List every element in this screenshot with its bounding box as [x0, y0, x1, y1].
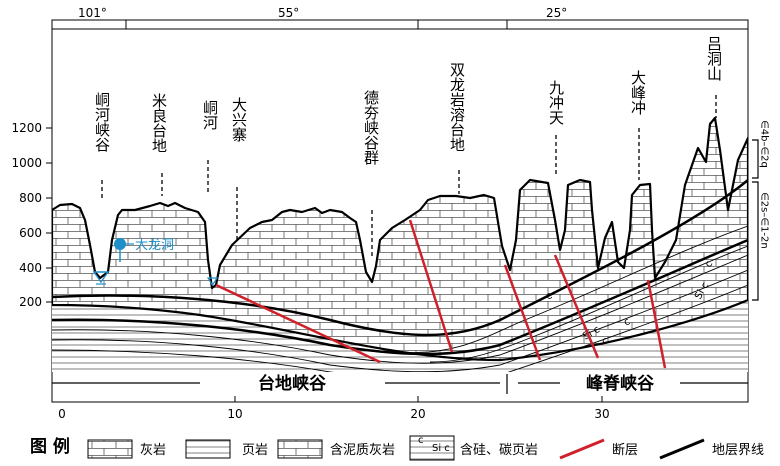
c-mark: c [544, 290, 554, 302]
legend-swatch-si-c-shale [409, 435, 455, 461]
legend-swatch-marly-limestone [277, 439, 323, 459]
stratum-boundary-upper [52, 179, 748, 337]
legend-swatch-boundary [659, 438, 705, 460]
place-label-jiuchongtian: 九冲天 [547, 80, 565, 125]
y-tick-label: 800 [19, 191, 42, 205]
place-label-miliangtaidi: 米良台地 [150, 93, 168, 153]
stratum-bracket-lower [752, 181, 759, 301]
zone-label-left: 台地峡谷 [258, 373, 327, 394]
legend: 图 例 灰岩 页岩 含泥质灰岩 c Si c 含硅、碳页岩 断层 地层界线 [30, 435, 764, 461]
zone-band [52, 374, 748, 394]
legend-swatch-mark: Si c [432, 443, 450, 454]
c-mark: c [703, 259, 715, 269]
x-tick-label: 10 [227, 407, 242, 421]
x-tick-label: 20 [410, 407, 425, 421]
shale-laminae [52, 225, 748, 372]
place-label-dekuaxiaguqun: 德夯峡谷群 [362, 89, 380, 165]
y-tick-label: 1000 [11, 156, 42, 170]
legend-swatch-mark: c [418, 435, 424, 446]
stratum-boundary-lower [52, 238, 748, 356]
fault-line [553, 254, 600, 359]
place-label-dafengchong: 大峰冲 [629, 70, 647, 115]
legend-swatch-fault [559, 438, 605, 460]
y-tick-label: 200 [19, 295, 42, 309]
fault-line [646, 279, 667, 369]
stratum-bracket-upper [752, 139, 759, 179]
place-label-tongheyagu: 峒河峡谷 [93, 92, 111, 152]
x-tick-label: 0 [58, 407, 66, 421]
y-axis: 200 400 600 800 1000 1200 [11, 121, 52, 309]
stratum-label-upper: ∈4b–∈2q [759, 120, 770, 168]
legend-label: 含泥质灰岩 [330, 442, 395, 458]
legend-swatch-limestone [87, 439, 133, 459]
zone-label-right: 峰脊峡谷 [586, 373, 655, 394]
legend-title: 图 例 [30, 436, 70, 457]
x-tick-label: 30 [594, 407, 609, 421]
fault-line [215, 283, 381, 364]
place-label-tonghe: 峒河 [201, 100, 219, 130]
legend-label: 断层 [612, 443, 638, 458]
place-leaders [101, 95, 717, 256]
y-tick-label: 1200 [11, 121, 42, 135]
c-mark: c [622, 316, 632, 328]
legend-label: 地层界线 [712, 443, 764, 458]
bearing-label-101: 101° [78, 6, 107, 20]
c-mark: c [600, 335, 610, 347]
fault-line [503, 264, 542, 361]
x-axis: 0 10 20 30 [51, 396, 610, 421]
legend-label: 含硅、碳页岩 [460, 442, 538, 458]
place-label-lvdongshan: 吕洞山 [705, 36, 723, 81]
y-tick-label: 400 [19, 261, 42, 275]
water-level-icon [206, 277, 219, 287]
faults [215, 219, 667, 369]
cave-label: 大龙洞 [135, 238, 174, 253]
legend-label: 页岩 [242, 443, 268, 458]
y-tick-label: 600 [19, 226, 42, 240]
bearing-label-55: 55° [278, 6, 299, 20]
stratum-label-lower: ∈2s–∈1-2n [759, 192, 770, 249]
legend-label: 灰岩 [140, 443, 166, 458]
legend-swatch-shale [185, 439, 231, 459]
bearing-label-25: 25° [546, 6, 567, 20]
place-label-shuanglongyan: 双龙岩溶台地 [448, 62, 466, 152]
water-level-icon [92, 271, 110, 284]
cave-marker-icon [114, 238, 126, 250]
bearing-ticks [125, 20, 508, 29]
fault-line [408, 219, 454, 353]
place-label-daxingzhai: 大兴寨 [230, 97, 248, 142]
